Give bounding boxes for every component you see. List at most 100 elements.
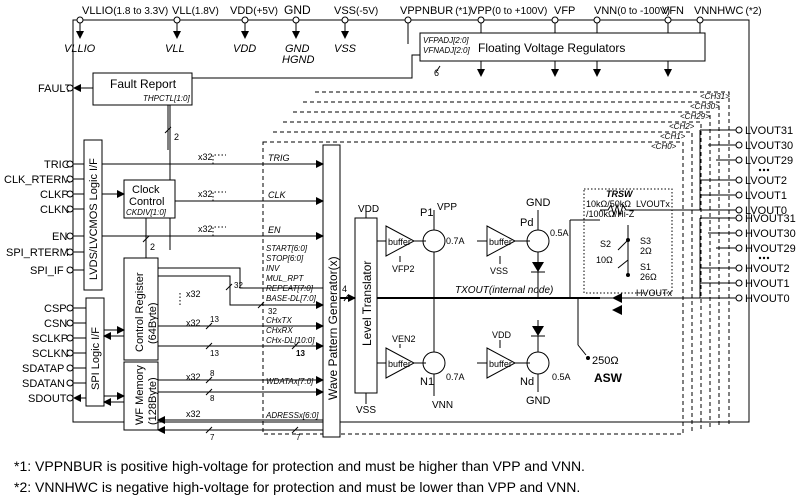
- lvout0-label: LVOUT0: [745, 205, 787, 217]
- svg-text:buffer: buffer: [489, 359, 512, 369]
- svg-text:SDATAP: SDATAP: [22, 363, 64, 375]
- svg-text:250Ω: 250Ω: [592, 355, 619, 367]
- svg-text:VFP2: VFP2: [392, 264, 415, 274]
- hvout1-label: HVOUT1: [745, 278, 790, 290]
- ch29-label: <CH29>: [680, 112, 710, 121]
- asw-switch: 250Ω ASW: [577, 298, 623, 385]
- svg-text:S2: S2: [600, 239, 611, 249]
- svg-text:STOP[6:0]: STOP[6:0]: [266, 254, 304, 263]
- txout-label: TXOUT(internal node): [455, 285, 553, 296]
- svg-text:CLKP: CLKP: [40, 189, 69, 201]
- svg-text:8: 8: [210, 369, 215, 378]
- hvout30-label: HVOUT30: [745, 228, 796, 240]
- vnn-pin-label: VNN(0 to -100V): [594, 5, 670, 17]
- svg-text:VSS: VSS: [490, 266, 508, 276]
- svg-text:x32: x32: [198, 189, 213, 199]
- hvout0-label: HVOUT0: [745, 293, 790, 305]
- svg-text:MUL_RPT: MUL_RPT: [266, 274, 304, 283]
- svg-text:CHx-DL[10:0]: CHx-DL[10:0]: [266, 336, 315, 345]
- svg-text:0.5A: 0.5A: [552, 372, 571, 382]
- vfp-pin-label: VFP: [554, 5, 575, 17]
- lvout29-label: LVOUT29: [745, 155, 793, 167]
- svg-text:buffer: buffer: [388, 237, 411, 247]
- svg-text:Clock: Clock: [132, 184, 160, 196]
- svg-text:7: 7: [210, 433, 215, 442]
- fault-report-block: Fault Report THPCTL[1:0] 2: [92, 72, 193, 150]
- svg-text:CLKN: CLKN: [40, 204, 69, 216]
- svg-text:x32: x32: [198, 224, 213, 234]
- svg-text:2: 2: [150, 242, 155, 252]
- svg-text:VFNADJ[2:0]: VFNADJ[2:0]: [423, 46, 470, 55]
- clock-control-block: Clock Control CKDIV[1:0]: [102, 179, 176, 219]
- svg-text:SCLKP: SCLKP: [32, 333, 68, 345]
- driver-low-side: buffer VEN2 N1 VNN 0.7A buffer VDD Nd GN…: [377, 298, 571, 411]
- svg-text:VDD: VDD: [492, 330, 512, 340]
- svg-text:/100kΩ/Hi-Z: /100kΩ/Hi-Z: [586, 209, 635, 219]
- floating-voltage-regulators: Floating Voltage Regulators VFPADJ[2:0] …: [169, 32, 706, 250]
- svg-text:CHxRX: CHxRX: [266, 326, 293, 335]
- svg-text:buffer: buffer: [388, 359, 411, 369]
- svg-text:ADRESSx[6:0]: ADRESSx[6:0]: [265, 411, 319, 420]
- vdd-pin-label: VDD(+5V): [230, 5, 278, 17]
- svg-text:SDOUT: SDOUT: [28, 393, 67, 405]
- svg-text:buffer: buffer: [489, 237, 512, 247]
- svg-text:TRSW: TRSW: [606, 189, 634, 199]
- svg-text:SPI Logic I/F: SPI Logic I/F: [90, 327, 102, 390]
- svg-text:VNN: VNN: [432, 400, 453, 411]
- svg-text:(64Byte): (64Byte): [147, 302, 159, 344]
- wave-pattern-generator: Wave Pattern Generator(x): [322, 144, 341, 438]
- svg-text:0.7A: 0.7A: [446, 236, 465, 246]
- svg-text:VDD: VDD: [358, 204, 379, 215]
- svg-text:Level Translator: Level Translator: [360, 261, 374, 346]
- vss-pin-label: VSS(-5V): [334, 5, 378, 17]
- svg-text:EN: EN: [52, 231, 67, 243]
- vll-pin-label: VLL(1.8V): [172, 5, 219, 17]
- svg-text:2: 2: [174, 132, 179, 142]
- control-register-block: Control Register (64Byte) 2: [103, 218, 159, 361]
- svg-text:CHxTX: CHxTX: [266, 316, 292, 325]
- vfn-pin-label: VFN: [662, 5, 684, 17]
- supply-pins: VLLIO(1.8 to 3.3V) VLLIO VLL(1.8V) VLL V…: [64, 3, 762, 66]
- vss-node: VSS: [334, 43, 357, 55]
- ch31-label: <CH31>: [700, 92, 730, 101]
- lvout2-label: LVOUT2: [745, 175, 787, 187]
- svg-text:x32: x32: [186, 372, 201, 382]
- hvout2-label: HVOUT2: [745, 263, 790, 275]
- svg-text:CLK: CLK: [268, 190, 287, 200]
- svg-text:VSS: VSS: [356, 405, 376, 416]
- svg-text:6: 6: [434, 68, 439, 78]
- svg-text:N1: N1: [420, 376, 434, 388]
- ch30-label: <CH30>: [690, 102, 720, 111]
- svg-text:SCLKN: SCLKN: [32, 348, 69, 360]
- spi-logic-block: SPI Logic I/F: [85, 297, 105, 407]
- hvout29-label: HVOUT29: [745, 243, 796, 255]
- svg-text:TRIG: TRIG: [268, 153, 290, 163]
- lvout1-label: LVOUT1: [745, 190, 787, 202]
- svg-text:WF Memory: WF Memory: [134, 365, 146, 425]
- svg-text:Wave Pattern Generator(x): Wave Pattern Generator(x): [326, 256, 340, 400]
- svg-text:x32: x32: [186, 289, 201, 299]
- svg-text:13: 13: [296, 349, 305, 358]
- gnd-node: GND: [285, 43, 310, 55]
- svg-text:START[6:0]: START[6:0]: [266, 244, 308, 253]
- output-pins: LVOUT31 LVOUT30 LVOUT29 LVOUT2 LVOUT1 LV…: [699, 125, 796, 305]
- vdd-node: VDD: [233, 43, 256, 55]
- svg-text:ASW: ASW: [594, 371, 623, 385]
- svg-text:Pd: Pd: [520, 217, 533, 229]
- svg-text:10Ω: 10Ω: [596, 255, 613, 265]
- footnote-2: *2: VNNHWC is negative high-voltage for …: [14, 479, 581, 495]
- svg-text:4: 4: [342, 284, 347, 294]
- left-pins: FAULT TRIG CLK_RTERM CLKP CLKN EN SPI_RT…: [4, 83, 93, 405]
- svg-text:Floating Voltage Regulators: Floating Voltage Regulators: [478, 41, 625, 55]
- ch0-label: <CH0>: [651, 142, 677, 151]
- vllio-node: VLLIO: [64, 43, 96, 55]
- svg-text:VFPADJ[2:0]: VFPADJ[2:0]: [423, 36, 469, 45]
- svg-text:x32: x32: [198, 152, 213, 162]
- svg-text:EN: EN: [268, 225, 281, 235]
- svg-text:Control: Control: [129, 196, 164, 208]
- svg-text:x32: x32: [186, 409, 201, 419]
- svg-text:SDATAN: SDATAN: [22, 378, 65, 390]
- svg-text:S1: S1: [640, 262, 651, 272]
- signal-buses: TRIG x32 CLK x32 EN x32 START[6:0] STOP[…: [102, 152, 324, 442]
